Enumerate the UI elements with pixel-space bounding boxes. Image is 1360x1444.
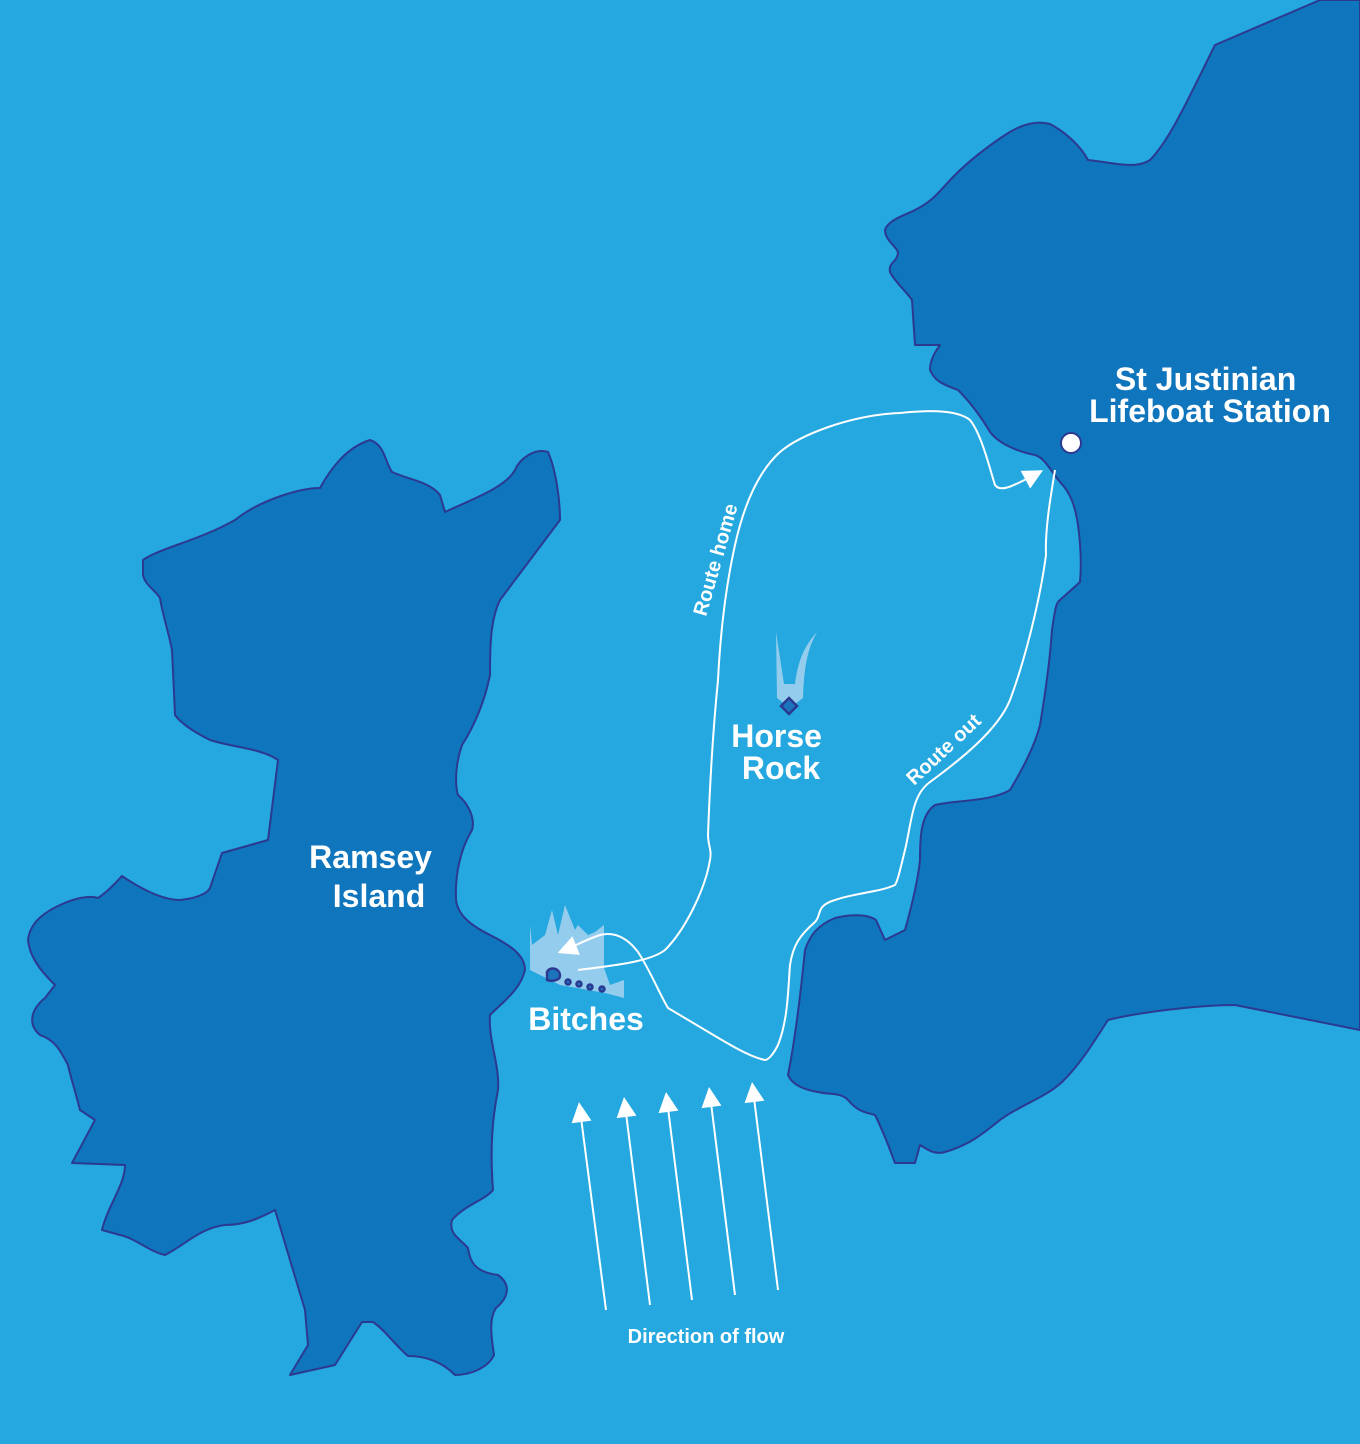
label-line: Rock: [742, 750, 820, 786]
mainland-landmass: [787, 0, 1360, 1164]
bitches-label: Bitches: [528, 1001, 644, 1037]
bitches-rock: [545, 967, 562, 983]
lifeboat-station-label: St Justinian Lifeboat Station: [1089, 361, 1331, 429]
bitches-rock: [598, 985, 606, 993]
label-line: Ramsey: [309, 839, 432, 875]
bitches-rock: [575, 980, 583, 988]
flow-arrows: [571, 1082, 779, 1311]
label-line: Island: [333, 878, 425, 914]
flow-arrow: [658, 1092, 693, 1301]
ramsey-island-label: Ramsey Island: [309, 839, 441, 914]
bitches-rock: [564, 978, 572, 986]
lifeboat-station-marker[interactable]: [1060, 432, 1082, 454]
bitches-rock: [586, 983, 594, 991]
route-out-line: [557, 469, 1056, 1062]
flow-arrow: [744, 1082, 779, 1291]
flow-arrow: [616, 1097, 651, 1306]
horse-rock-label: Horse Rock: [731, 718, 831, 786]
ramsey-island-landmass: [27, 439, 561, 1376]
horse-rock-marker: [779, 696, 799, 716]
flow-arrow: [571, 1102, 607, 1311]
label-line: Lifeboat Station: [1089, 393, 1331, 429]
horse-rock-tidal-race: [776, 632, 817, 708]
label-line: St Justinian: [1115, 361, 1296, 397]
label-line: Horse: [731, 718, 822, 754]
horse-rock: [776, 632, 817, 716]
flow-arrow: [701, 1087, 736, 1296]
flow-direction-label: Direction of flow: [628, 1326, 785, 1348]
route-home-line: [577, 410, 1044, 971]
